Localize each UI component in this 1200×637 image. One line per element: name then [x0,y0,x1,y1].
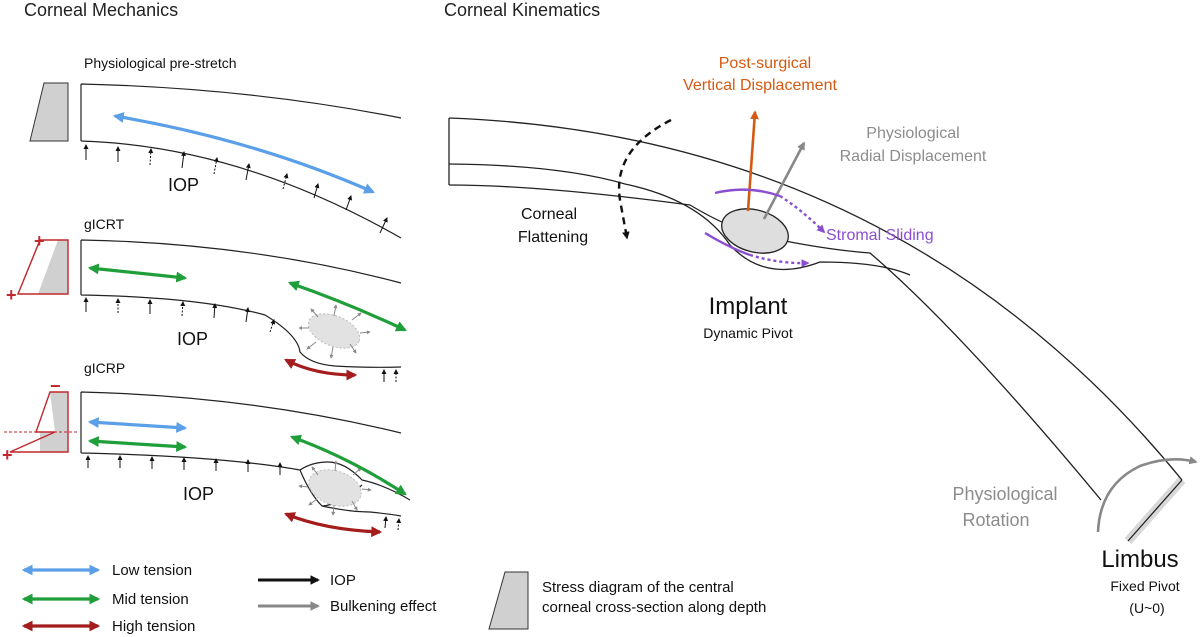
sign-minus-top: − [50,376,61,396]
vertical-displacement-line1: Post-surgical [719,55,811,72]
legend-bulkening-label: Bulkening effect [330,598,437,615]
stress-diagram-gicrt-filled [38,240,68,294]
sign-plus-bottom-gicrp: + [2,445,13,465]
sign-plus-bottom: + [6,285,17,305]
panel-gicrt: gICRT + + [6,216,407,382]
legend-stress-line2: corneal cross-section along depth [542,599,766,616]
limbus-u-label: (U~0) [1129,600,1164,616]
panel-title-gicrp: gICRP [84,360,125,376]
low-tension-arrow [112,112,375,194]
radial-displacement-line1: Physiological [866,125,959,142]
kinematics-panel: Post-surgical Vertical Displacement Phys… [448,55,1198,616]
rotation-line1: Physiological [952,484,1057,504]
vertical-displacement-arrow [746,110,759,212]
low-tension-arrow-gicrp [87,417,188,433]
legend-mid-tension-label: Mid tension [112,591,189,608]
panel-gicrp: gICRP − + [2,360,411,538]
mid-tension-arrow-gicrp-right [289,434,407,496]
limbus-pivot-label: Fixed Pivot [1110,578,1179,594]
panel-title-gicrt: gICRT [84,216,125,232]
radial-displacement-arrow [762,141,806,220]
stromal-sliding-arrow-lower-solid [704,231,751,257]
iop-label-pre-stretch: IOP [168,175,199,195]
iop-arrows-gicrt [83,297,399,382]
corneal-flattening-arrow [617,118,672,240]
stromal-sliding-arrow-upper-solid [714,188,781,198]
radial-displacement-line2: Radial Displacement [840,148,987,165]
stress-diagram-gicrt-diagonal [17,239,41,295]
corneal-flattening-line1: Corneal [521,206,577,223]
corneal-flattening-line2: Flattening [518,229,588,246]
stress-diagram-gicrp-filled [40,392,68,452]
high-tension-arrow [284,358,358,381]
cornea-inner-layer [448,163,911,276]
mid-tension-arrow-gicrp-left [87,436,188,452]
panel-pre-stretch: Physiological pre-stretch IOP [29,55,402,239]
cornea-right-edge [1127,479,1183,542]
iop-label-gicrt: IOP [177,329,208,349]
implant-kinematics [721,208,789,254]
stress-diagram-uniform [29,82,69,142]
stromal-sliding-arrow-upper-dotted [779,194,826,234]
cornea-upper-surface [448,117,1183,481]
legend-high-tension-label: High tension [112,618,195,635]
vertical-displacement-line2: Vertical Displacement [683,77,837,94]
implant-pivot-label: Dynamic Pivot [703,325,793,341]
legend-low-tension-label: Low tension [112,562,192,579]
physiological-rotation-arrow [1096,456,1198,533]
implant-label: Implant [709,293,788,320]
panel-title-pre-stretch: Physiological pre-stretch [84,55,237,71]
iop-label-gicrp: IOP [183,484,214,504]
legend-iop-label: IOP [330,572,356,589]
mid-tension-arrow-right [287,280,407,332]
heading-corneal-mechanics: Corneal Mechanics [24,0,178,20]
cornea-strip-pre-stretch [80,83,402,239]
mid-tension-arrow-left [87,263,188,283]
legend-stress-diagram-icon [488,571,529,630]
iop-arrows [83,144,388,234]
sign-plus-top: + [34,231,45,251]
legend: Low tension Mid tension High tension IOP… [21,562,766,635]
limbus-label: Limbus [1101,546,1178,573]
stromal-sliding-arrow-lower-dotted [749,253,810,268]
rotation-line2: Rotation [962,510,1029,530]
high-tension-arrow-gicrp [283,512,383,538]
stromal-sliding-label: Stromal Sliding [826,227,934,244]
heading-corneal-kinematics: Corneal Kinematics [444,0,600,20]
iop-arrows-gicrp [85,455,402,531]
legend-stress-line1: Stress diagram of the central [542,579,734,596]
